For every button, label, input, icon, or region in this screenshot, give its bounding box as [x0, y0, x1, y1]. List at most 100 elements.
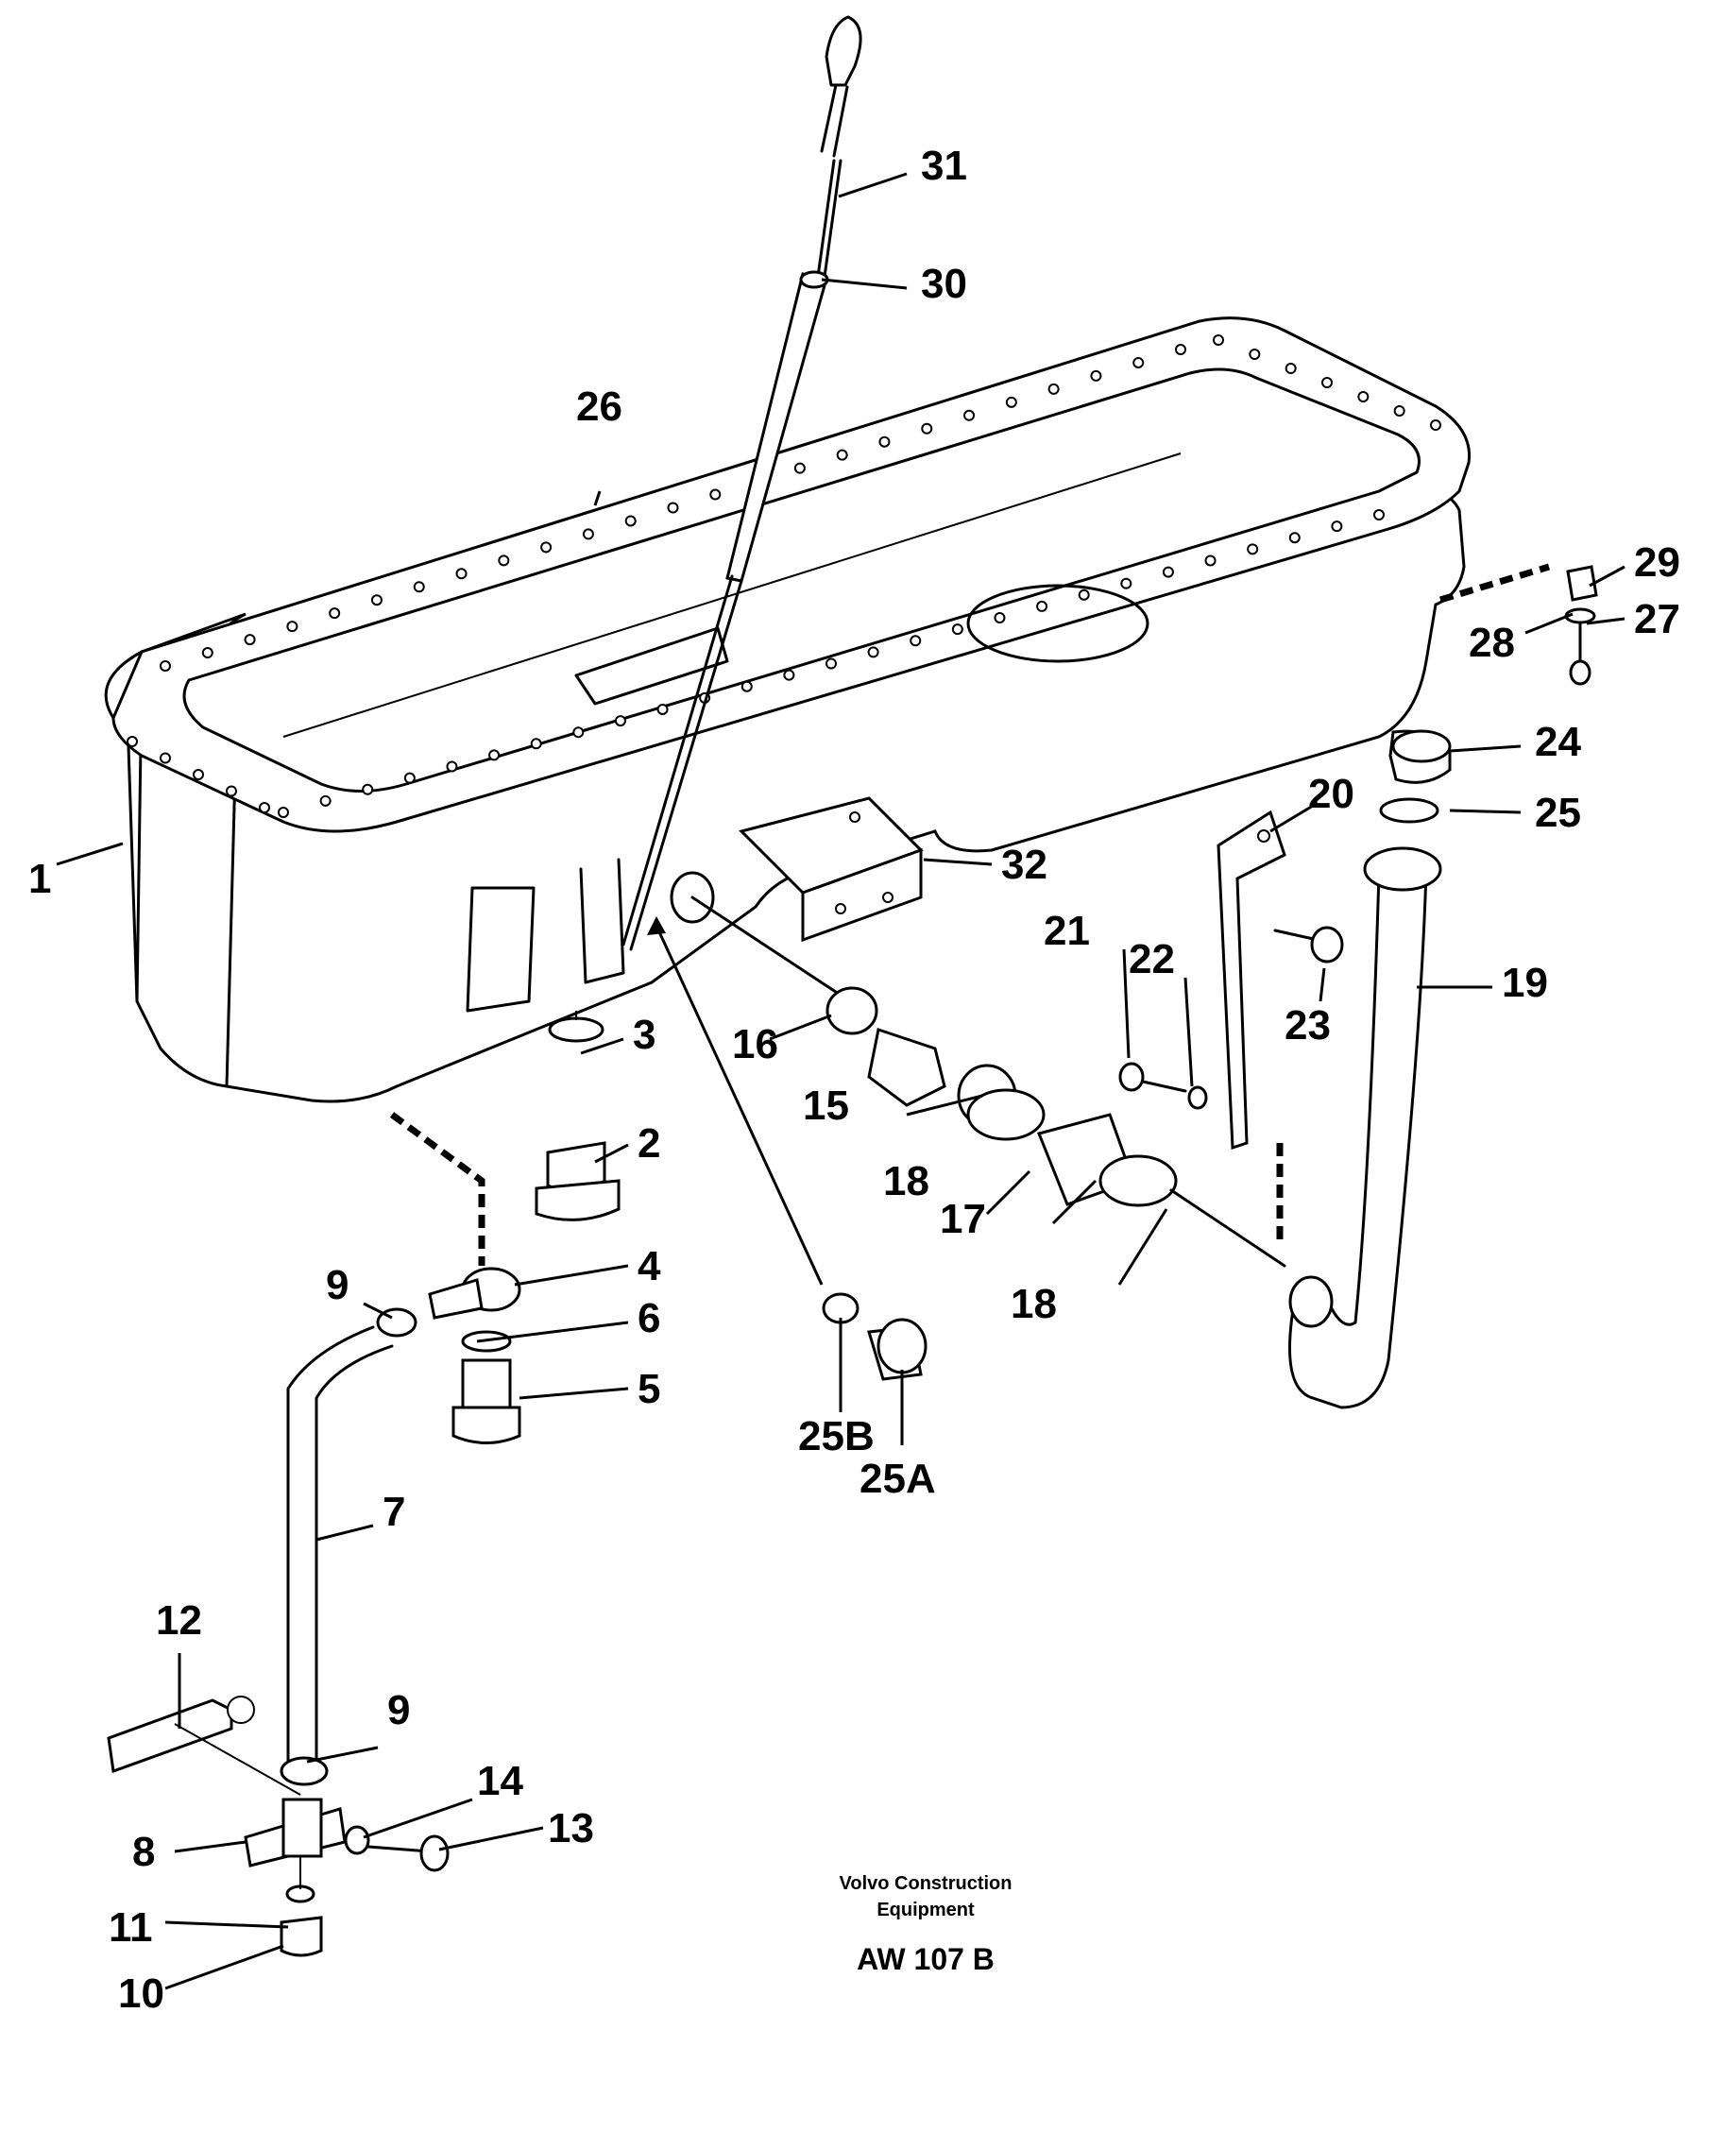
bolt-hole	[127, 736, 138, 747]
bolt-hole	[413, 581, 425, 593]
bolt-hole	[1047, 383, 1060, 395]
bolt-hole	[836, 449, 848, 461]
callout-23: 23	[1285, 1002, 1331, 1049]
bolt-hole	[1132, 356, 1145, 368]
callout-15: 15	[803, 1083, 849, 1129]
callout-28: 28	[1469, 620, 1515, 666]
callout-16: 16	[732, 1021, 778, 1067]
bolt-hole	[667, 502, 679, 514]
bolt-hole	[582, 528, 594, 540]
bolt-hole	[1120, 577, 1132, 589]
bolt-hole	[498, 554, 510, 567]
bolt-hole	[446, 760, 458, 773]
gasket-bolt-holes	[127, 334, 1441, 818]
bolt-hole	[614, 715, 626, 727]
callout-17: 17	[940, 1196, 986, 1242]
fasteners-27-28-29	[1564, 565, 1598, 686]
bolt-hole	[1078, 588, 1090, 601]
callout-24: 24	[1535, 719, 1581, 765]
bolt-hole	[1373, 509, 1385, 520]
bracket-20	[1118, 810, 1344, 1151]
callout-26: 26	[576, 384, 622, 430]
callout-32: 32	[1001, 842, 1047, 888]
bolt-hole	[1321, 377, 1333, 388]
bolt-hole	[1204, 554, 1217, 567]
callout-4: 4	[638, 1243, 661, 1289]
callout-20: 20	[1308, 771, 1354, 817]
callout-30: 30	[921, 261, 967, 307]
callout-25: 25	[1535, 790, 1581, 836]
callout-10: 10	[118, 1970, 164, 2017]
callout-18-lower: 18	[1011, 1281, 1057, 1327]
callout-6: 6	[638, 1295, 660, 1341]
hose-clamp-9-lower	[280, 1756, 329, 1786]
bolt-hole	[994, 612, 1006, 624]
bolt-hole	[329, 607, 341, 620]
arrow-head	[647, 916, 666, 935]
callout-18-upper: 18	[883, 1158, 929, 1204]
bolt-hole	[1331, 520, 1343, 533]
filler-pipe-19	[1288, 729, 1452, 1409]
callout-29: 29	[1634, 539, 1680, 586]
callout-9-upper: 9	[326, 1262, 349, 1308]
callout-11: 11	[109, 1904, 153, 1951]
bolt-hole	[1090, 369, 1102, 382]
bolt-hole	[193, 769, 204, 780]
hose-7	[286, 1325, 394, 1778]
callout-12: 12	[156, 1597, 202, 1644]
callout-25a: 25A	[859, 1456, 936, 1502]
bolt-hole	[540, 541, 553, 554]
callout-27: 27	[1634, 596, 1680, 642]
bolt-hole	[1288, 532, 1301, 544]
drawing-id: AW 107 B	[857, 1942, 995, 1976]
bolt-hole	[286, 621, 298, 633]
bolt-hole	[455, 568, 468, 580]
bolt-hole	[867, 646, 879, 658]
bolt-hole	[1036, 600, 1048, 612]
bolt-hole	[963, 409, 976, 421]
bolt-hole	[783, 669, 795, 681]
lower-bracket-assembly	[107, 1696, 450, 1957]
bolt-hole	[362, 783, 374, 795]
callout-9-lower: 9	[387, 1687, 410, 1733]
bolt-hole	[572, 726, 585, 739]
bolt-hole	[1247, 543, 1259, 555]
bolt-hole	[1430, 419, 1441, 431]
bolt-hole	[1249, 349, 1261, 360]
bolt-hole	[825, 657, 837, 670]
bolt-hole	[951, 623, 963, 636]
assembly-line-pan-to-bolt	[1438, 563, 1551, 604]
bolt-hole	[160, 660, 171, 672]
callout-5: 5	[638, 1366, 660, 1412]
bolt-hole	[530, 738, 542, 750]
banjo-fitting	[428, 1267, 521, 1444]
bolt-hole	[201, 647, 213, 659]
manufacturer-line-2: Equipment	[877, 1900, 975, 1920]
bolt-hole	[1357, 391, 1370, 402]
bolt-hole	[226, 785, 237, 797]
plug-25a	[822, 1292, 928, 1381]
bolt-hole	[921, 422, 933, 435]
pan-sump-oval	[966, 584, 1149, 663]
drawing-footer: Volvo Construction Equipment AW 107 B	[840, 1873, 1013, 1976]
leader-lines	[56, 172, 1625, 1990]
pan-ridge-line	[282, 452, 1182, 738]
assembly-line-plug-arrow	[655, 925, 824, 1286]
callout-8: 8	[132, 1829, 155, 1875]
bolt-hole	[259, 802, 270, 813]
callout-25b: 25B	[798, 1413, 875, 1459]
bolt-hole	[1285, 363, 1297, 374]
bolt-hole	[709, 488, 722, 501]
bracket-32	[739, 796, 924, 943]
bolt-hole	[1213, 334, 1224, 346]
bolt-hole	[244, 634, 256, 646]
callout-13: 13	[548, 1805, 594, 1851]
bolt-hole	[1175, 344, 1186, 355]
bolt-hole	[1393, 405, 1405, 417]
bolt-hole	[488, 749, 501, 761]
callout-3: 3	[633, 1012, 655, 1058]
dipstick-assembly	[621, 15, 862, 951]
bolt-hole	[624, 515, 637, 527]
callout-7: 7	[383, 1489, 405, 1535]
